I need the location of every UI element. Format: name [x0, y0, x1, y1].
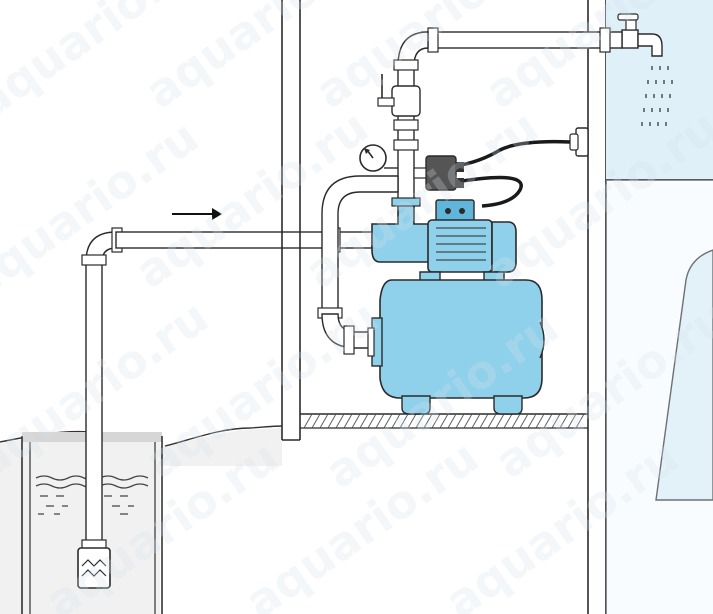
- faucet-icon: [617, 13, 663, 57]
- ball-valve-icon: [377, 74, 421, 151]
- floor-platform: [300, 413, 588, 429]
- bypass-pipe: [317, 175, 399, 355]
- hydro-accumulator-icon: [367, 279, 545, 415]
- pressure-gauge-icon: [359, 144, 398, 172]
- arrow-right-icon: [172, 208, 222, 220]
- shower-drops: [641, 66, 673, 126]
- foot-valve-filter-icon: [77, 539, 111, 589]
- pump-icon: [371, 197, 517, 273]
- power-cables: [455, 139, 571, 208]
- house-wall-left: [281, 0, 301, 441]
- bathtub: [655, 249, 713, 501]
- pressure-switch-icon: [413, 155, 464, 191]
- socket-icon: [569, 127, 589, 157]
- ground-left: [0, 428, 282, 614]
- bathroom-area: [606, 0, 713, 614]
- suction-pipe: [81, 227, 373, 553]
